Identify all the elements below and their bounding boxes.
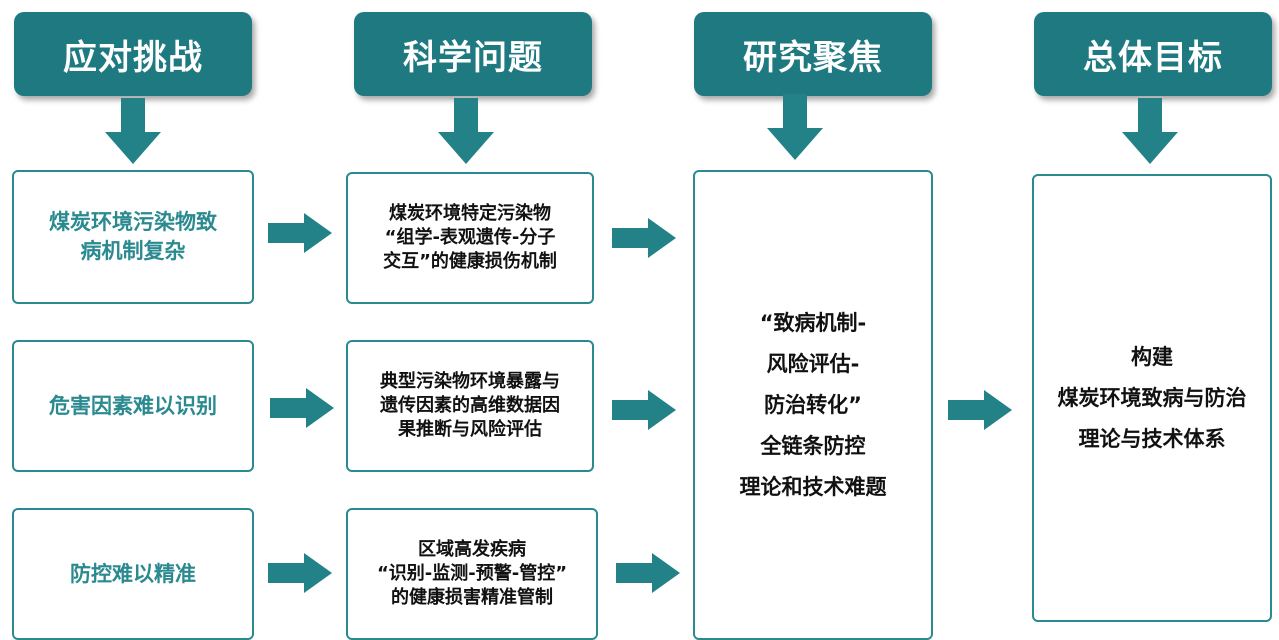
question-box-health-damage-mechanism: 煤炭环境特定污染物 “组学-表观遗传-分子 交互”的健康损伤机制	[346, 172, 594, 304]
down-arrow-icon	[438, 98, 494, 164]
focus-text-line: 全链条防控	[760, 433, 866, 458]
question-box-precise-control: 区域高发疾病 “识别-监测-预警-管控” 的健康损害精准管制	[346, 508, 598, 640]
focus-text-line: “致病机制-	[759, 310, 867, 335]
goal-text-line: 构建	[1131, 344, 1173, 369]
header-research-focus: 研究聚焦	[694, 12, 932, 96]
right-arrow-icon	[948, 390, 1012, 430]
focus-text-line: 风险评估-	[766, 351, 860, 376]
right-arrow-icon	[612, 218, 676, 258]
question-text-line: 交互”的健康损伤机制	[383, 251, 557, 272]
down-arrow-icon	[105, 98, 161, 164]
question-text-line: 区域高发疾病	[418, 539, 526, 560]
challenge-text-line: 防控难以精准	[70, 561, 196, 586]
question-text-line: 遗传因素的高维数据因	[380, 395, 560, 416]
down-arrow-icon	[1122, 98, 1178, 164]
challenge-box-pathogenic-mechanism: 煤炭环境污染物致 病机制复杂	[12, 170, 254, 304]
question-text-line: 果推断与风险评估	[398, 419, 542, 440]
challenge-text-line: 危害因素难以识别	[49, 393, 217, 418]
down-arrow-icon	[767, 94, 823, 160]
focus-box-full-chain-prevention: “致病机制- 风险评估- 防治转化” 全链条防控 理论和技术难题	[693, 170, 933, 640]
challenge-text-line: 煤炭环境污染物致	[49, 210, 217, 234]
goal-box-theory-technology-system: 构建 煤炭环境致病与防治 理论与技术体系	[1032, 174, 1272, 622]
question-text-line: 的健康损害精准管制	[391, 587, 553, 608]
header-overall-goal: 总体目标	[1034, 12, 1272, 96]
goal-text-line: 煤炭环境致病与防治	[1057, 385, 1247, 410]
question-text-line: “识别-监测-预警-管控”	[376, 563, 568, 584]
challenge-box-hazard-identification: 危害因素难以识别	[12, 340, 254, 472]
focus-text-line: 防治转化”	[764, 392, 862, 417]
focus-text-line: 理论和技术难题	[739, 474, 887, 499]
question-box-causal-inference-risk: 典型污染物环境暴露与 遗传因素的高维数据因 果推断与风险评估	[346, 340, 594, 472]
right-arrow-icon	[612, 390, 676, 430]
question-text-line: 煤炭环境特定污染物	[389, 203, 551, 224]
question-text-line: “组学-表观遗传-分子	[384, 227, 556, 248]
goal-text-line: 理论与技术体系	[1078, 426, 1226, 451]
header-scientific-questions: 科学问题	[354, 12, 592, 96]
right-arrow-icon	[616, 553, 680, 593]
right-arrow-icon	[268, 553, 332, 593]
header-challenges: 应对挑战	[14, 12, 252, 96]
challenge-text-line: 病机制复杂	[80, 239, 186, 263]
question-text-line: 典型污染物环境暴露与	[380, 371, 560, 392]
right-arrow-icon	[270, 388, 334, 428]
challenge-box-precise-prevention: 防控难以精准	[12, 508, 254, 640]
right-arrow-icon	[268, 213, 332, 253]
